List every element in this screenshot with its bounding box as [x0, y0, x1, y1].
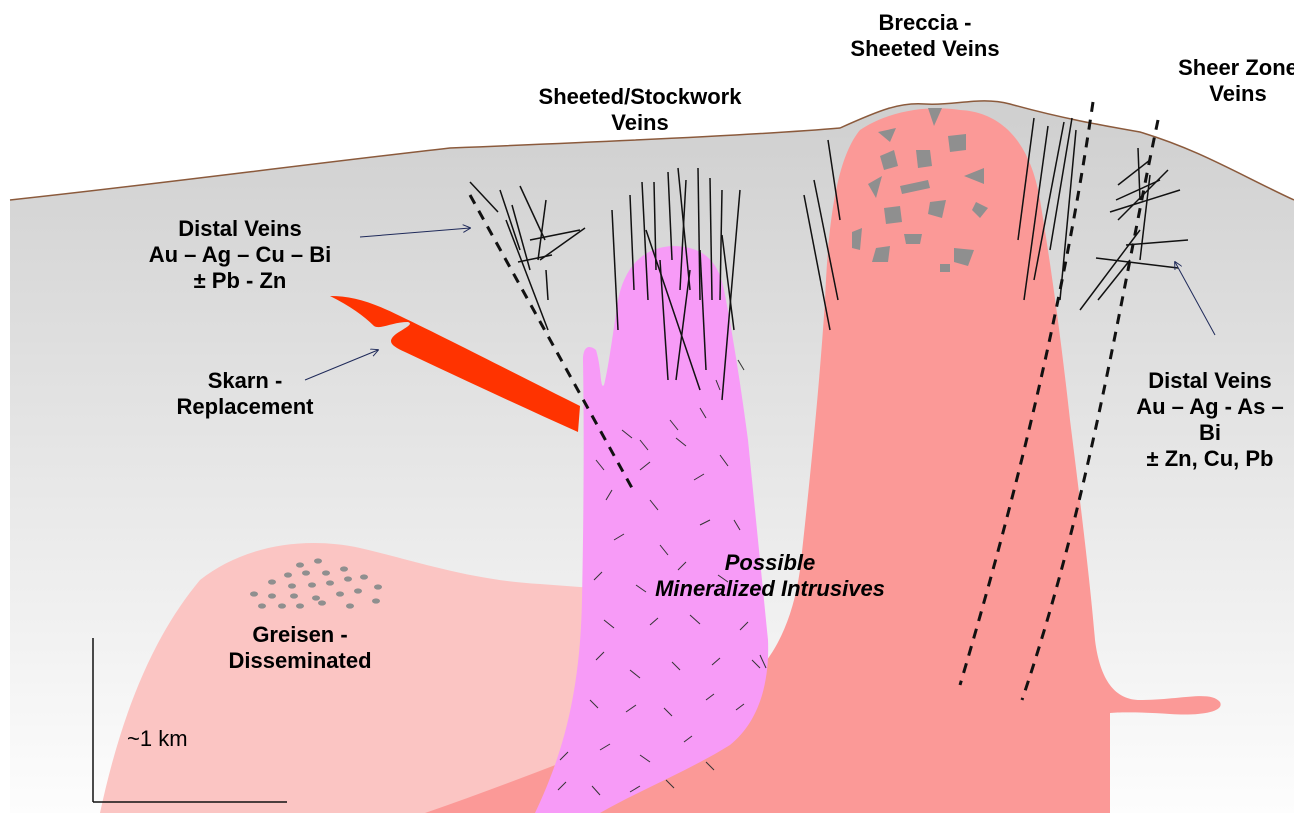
- greisen-dot: [346, 603, 354, 608]
- label-breccia-line1: Breccia -: [825, 10, 1025, 36]
- greisen-dot: [308, 582, 316, 587]
- label-distal-left-line1: Distal Veins: [100, 216, 380, 242]
- label-skarn-line2: Replacement: [145, 394, 345, 420]
- label-distal-left-line2: Au – Ag – Cu – Bi: [100, 242, 380, 268]
- label-sheer-zone: Sheer Zone Veins: [1138, 55, 1294, 107]
- breccia-clast: [884, 206, 902, 224]
- greisen-dot: [360, 574, 368, 579]
- greisen-dot: [284, 572, 292, 577]
- greisen-dot: [296, 562, 304, 567]
- greisen-dot: [290, 593, 298, 598]
- breccia-clast: [904, 234, 922, 244]
- greisen-dot: [268, 593, 276, 598]
- label-greisen: Greisen - Disseminated: [200, 622, 400, 674]
- greisen-dot: [288, 583, 296, 588]
- label-sheeted-stockwork-line1: Sheeted/Stockwork: [495, 84, 785, 110]
- label-sheeted-stockwork-line2: Veins: [495, 110, 785, 136]
- greisen-dot: [278, 603, 286, 608]
- label-breccia-line2: Sheeted Veins: [825, 36, 1025, 62]
- breccia-clast: [948, 134, 966, 152]
- greisen-dot: [250, 591, 258, 596]
- greisen-dot: [336, 591, 344, 596]
- label-sheer-zone-line2: Veins: [1138, 81, 1294, 107]
- label-breccia: Breccia - Sheeted Veins: [825, 10, 1025, 62]
- greisen-dot: [326, 580, 334, 585]
- label-scale: ~1 km: [127, 726, 207, 752]
- greisen-dot: [340, 566, 348, 571]
- label-greisen-line1: Greisen -: [200, 622, 400, 648]
- label-intrusives: Possible Mineralized Intrusives: [610, 550, 930, 602]
- label-distal-right-line2: Au – Ag - As –: [1105, 394, 1294, 420]
- greisen-dot: [344, 576, 352, 581]
- label-skarn: Skarn - Replacement: [145, 368, 345, 420]
- label-distal-right-line4: ± Zn, Cu, Pb: [1105, 446, 1294, 472]
- label-distal-left: Distal Veins Au – Ag – Cu – Bi ± Pb - Zn: [100, 216, 380, 294]
- label-sheeted-stockwork: Sheeted/Stockwork Veins: [495, 84, 785, 136]
- greisen-dot: [296, 603, 304, 608]
- breccia-clast: [916, 150, 932, 168]
- greisen-dot: [318, 600, 326, 605]
- greisen-dot: [312, 595, 320, 600]
- greisen-dot: [322, 570, 330, 575]
- label-distal-right-line3: Bi: [1105, 420, 1294, 446]
- label-skarn-line1: Skarn -: [145, 368, 345, 394]
- label-intrusives-line2: Mineralized Intrusives: [610, 576, 930, 602]
- greisen-dot: [374, 584, 382, 589]
- greisen-dot: [314, 558, 322, 563]
- greisen-dot: [302, 570, 310, 575]
- label-greisen-line2: Disseminated: [200, 648, 400, 674]
- greisen-dot: [268, 579, 276, 584]
- greisen-dot: [372, 598, 380, 603]
- greisen-dot: [354, 588, 362, 593]
- label-intrusives-line1: Possible: [610, 550, 930, 576]
- label-distal-left-line3: ± Pb - Zn: [100, 268, 380, 294]
- label-distal-right-line1: Distal Veins: [1105, 368, 1294, 394]
- label-distal-right: Distal Veins Au – Ag - As – Bi ± Zn, Cu,…: [1105, 368, 1294, 472]
- breccia-clast: [940, 264, 950, 272]
- label-sheer-zone-line1: Sheer Zone: [1138, 55, 1294, 81]
- greisen-dot: [258, 603, 266, 608]
